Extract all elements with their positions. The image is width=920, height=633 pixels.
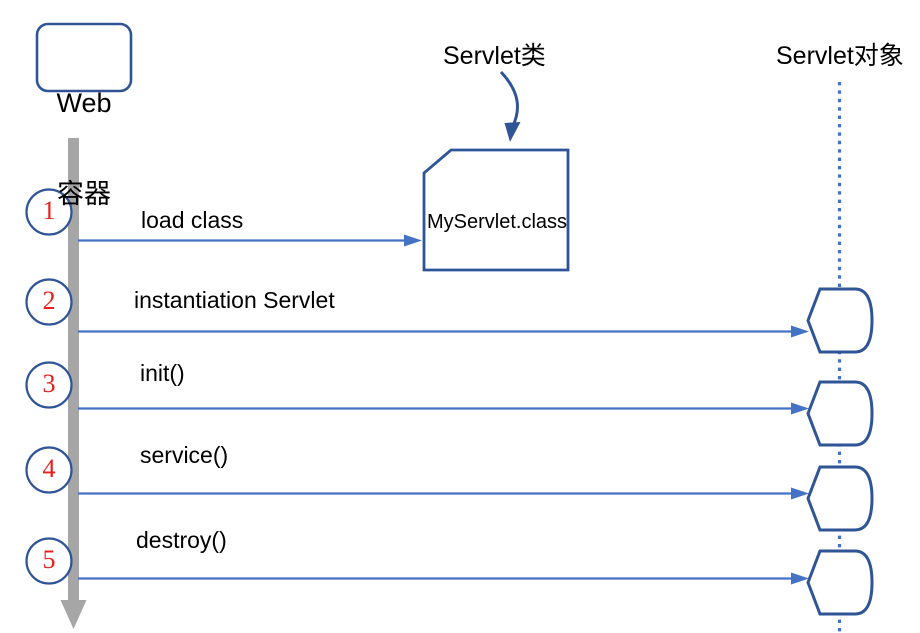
message-arrow-2 <box>78 325 809 338</box>
message-label-1: load class <box>141 207 244 233</box>
web-container-lifeline-arrowhead <box>60 600 87 629</box>
activation-shape-5[interactable] <box>806 549 874 616</box>
web-container-lifeline-bar <box>68 138 79 606</box>
web-container-label-line1: Web <box>56 88 112 119</box>
servlet-class-annotation-arrow <box>499 70 521 142</box>
message-label-5: destroy() <box>136 527 227 553</box>
activation-shape-3[interactable] <box>806 380 874 447</box>
message-label-2: instantiation Servlet <box>134 287 335 313</box>
web-container-box[interactable] <box>35 22 133 93</box>
message-label-4: service() <box>140 442 229 468</box>
servlet-class-artifact-label: MyServlet.class <box>427 211 568 233</box>
message-arrow-4 <box>78 487 809 500</box>
servlet-class-caption: Servlet类 <box>443 42 546 70</box>
message-label-3: init() <box>140 360 185 386</box>
step-number-5: 5 <box>42 545 56 574</box>
step-circle-4[interactable] <box>25 446 73 494</box>
servlet-object-caption: Servlet对象 <box>776 42 904 70</box>
step-number-2: 2 <box>42 286 56 315</box>
step-circle-5[interactable] <box>25 537 73 585</box>
message-arrow-3 <box>78 402 809 415</box>
servlet-class-artifact-shape[interactable] <box>422 148 570 272</box>
step-number-1: 1 <box>42 196 56 225</box>
step-circle-3[interactable] <box>25 361 73 409</box>
activation-shape-2[interactable] <box>806 287 874 354</box>
message-arrow-1 <box>78 234 422 247</box>
step-number-4: 4 <box>42 454 56 483</box>
step-circle-2[interactable] <box>25 278 73 326</box>
web-container-label-line2: 容器 <box>57 179 111 210</box>
activation-shape-4[interactable] <box>806 465 874 532</box>
step-circle-1[interactable] <box>25 188 73 236</box>
message-arrow-5 <box>78 572 809 585</box>
web-container-label: Web 容器 <box>37 28 131 270</box>
step-number-3: 3 <box>42 369 56 398</box>
